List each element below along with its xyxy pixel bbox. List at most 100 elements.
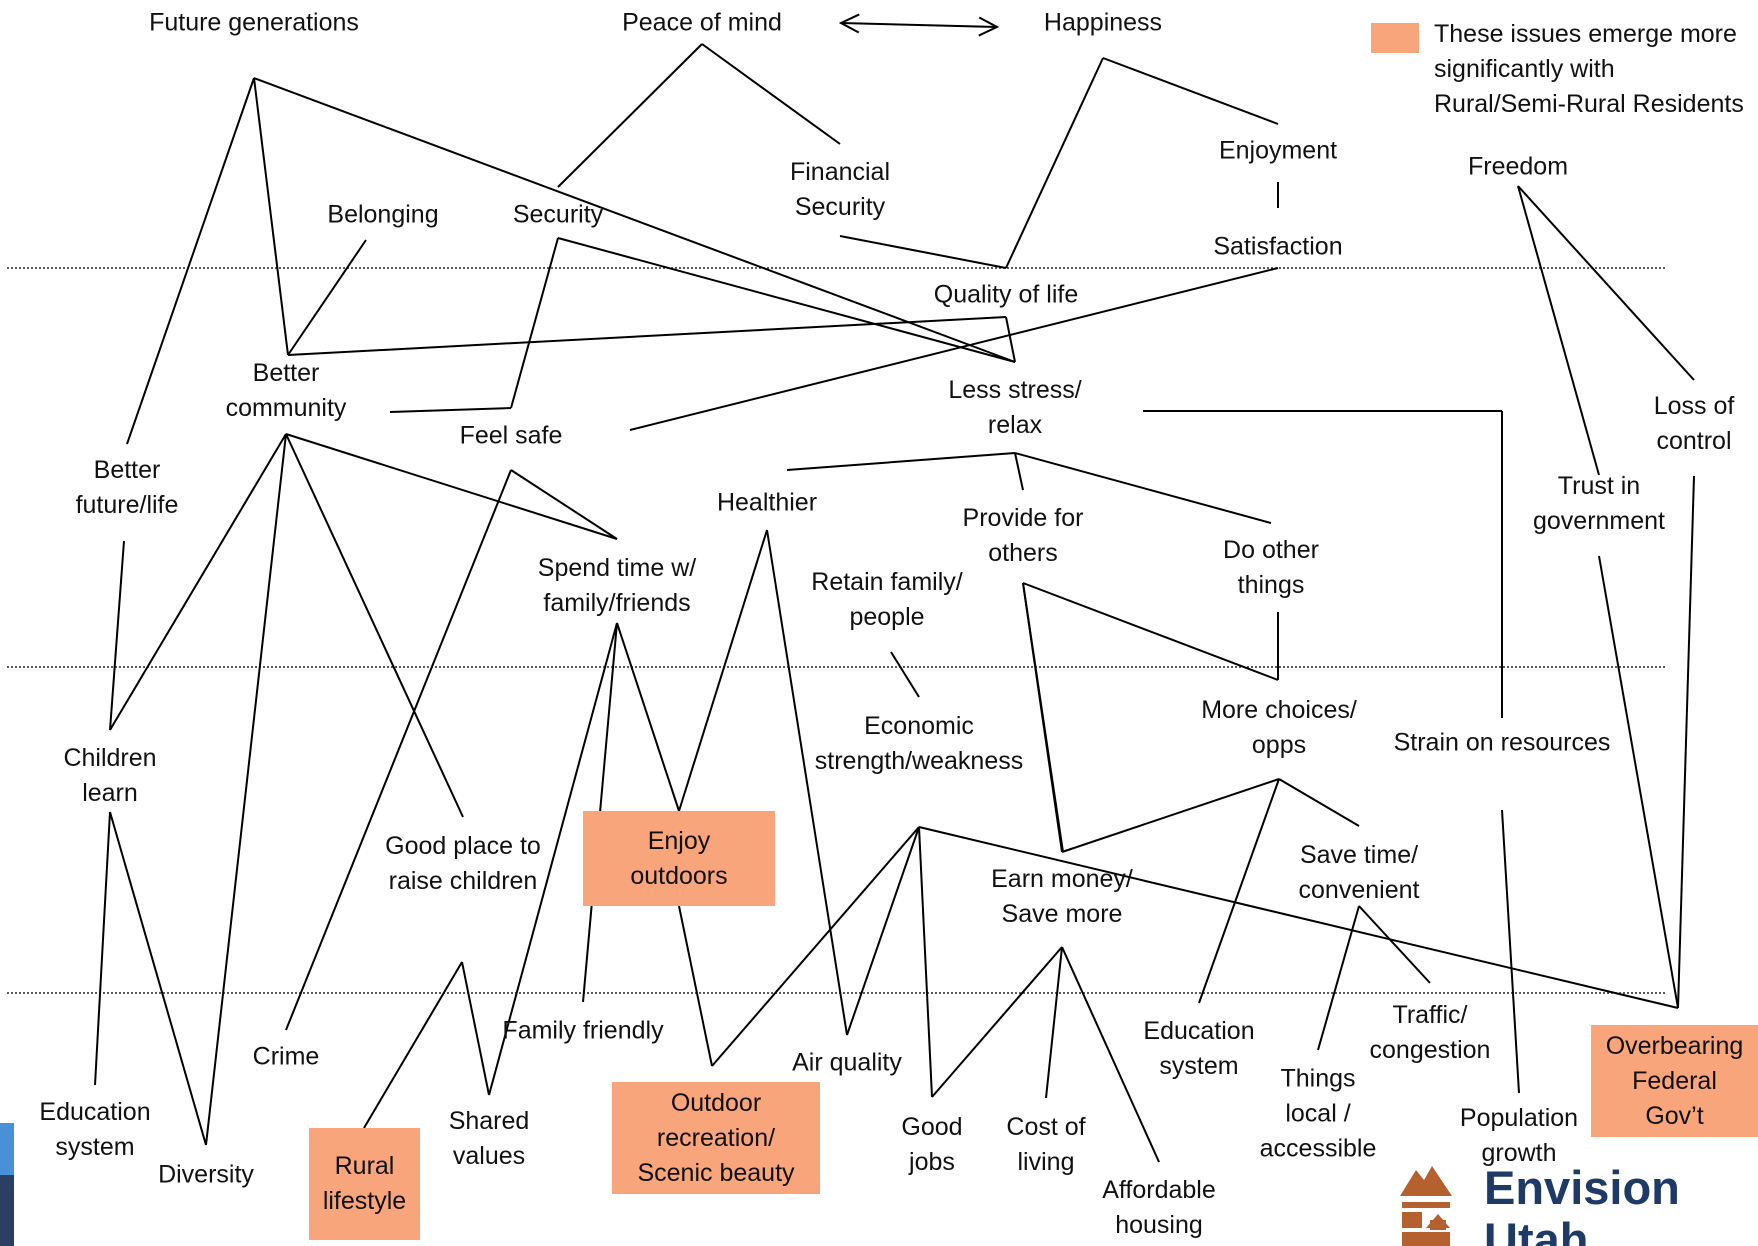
node-peace-of-mind: Peace of mind — [622, 8, 782, 37]
edge-future-generations-to-better-future — [126, 77, 255, 445]
arrowhead — [838, 13, 860, 34]
edge-freedom-to-loss-of-control — [1517, 185, 1695, 381]
node-overbearing-federal: Overbearing Federal Gov’t — [1591, 1025, 1758, 1137]
edge-economic-strength-to-air-quality — [846, 826, 920, 1036]
edge-quality-of-life-to-less-stress — [1005, 316, 1016, 363]
node-education-system-mid: Education system — [1143, 1017, 1255, 1080]
edge-better-community-to-spend-time — [285, 433, 618, 540]
mountain-emblem-icon — [1400, 1166, 1452, 1246]
node-strain-on-resources: Strain on resources — [1393, 728, 1611, 757]
edge-better-future-to-children-learn — [109, 540, 125, 731]
node-satisfaction: Satisfaction — [1213, 232, 1343, 261]
node-provide-for-others: Provide for others — [962, 504, 1084, 567]
node-diversity: Diversity — [158, 1160, 254, 1189]
edge-more-choices-to-save-time — [1278, 778, 1360, 827]
arrowhead — [978, 16, 1000, 37]
node-save-time: Save time/ convenient — [1298, 841, 1420, 904]
edge-peace-of-mind-to-financial-security — [701, 43, 841, 145]
node-children-learn: Children learn — [63, 744, 157, 807]
edge-earn-money-to-affordable-housing — [1061, 946, 1160, 1163]
edge-financial-security-to-quality-of-life — [839, 235, 1007, 269]
edge-economic-strength-to-outdoor-recreation — [711, 826, 920, 1067]
edge-bend-3 — [1022, 582, 1064, 853]
edge-save-time-to-things-local — [1317, 905, 1360, 1051]
node-quality-of-life: Quality of life — [933, 280, 1079, 309]
edge-loss-of-control-to-overbearing-federal — [1677, 475, 1695, 1009]
node-traffic: Traffic/ congestion — [1369, 1001, 1491, 1064]
edge-strain-on-resources-to-population-growth — [1501, 809, 1520, 1094]
node-future-generations: Future generations — [149, 8, 359, 37]
edge-better-community-to-good-place — [285, 433, 464, 818]
edge-shared-values-to-rural-lifestyle — [363, 961, 463, 1129]
node-financial-security: Financial Security — [789, 158, 891, 221]
left-edge-blue-strip — [0, 1123, 14, 1175]
edge-more-choices-to-education-system-mid — [1198, 778, 1280, 1004]
node-spend-time: Spend time w/ family/friends — [537, 554, 697, 617]
node-rural-lifestyle: Rural lifestyle — [309, 1128, 420, 1240]
node-belonging: Belonging — [327, 200, 439, 229]
edge-children-learn-to-diversity — [109, 811, 207, 1146]
edge-economic-strength-to-good-jobs — [918, 826, 933, 1098]
legend-swatch — [1371, 23, 1419, 53]
node-more-choices: More choices/ opps — [1201, 696, 1357, 759]
edge-healthier-to-enjoy-outdoors — [678, 529, 768, 812]
node-less-stress: Less stress/ relax — [948, 376, 1082, 439]
edge-security-to-feel-safe — [510, 237, 559, 409]
edge-more-choices-to-earn-money — [1061, 778, 1280, 853]
node-family-friendly: Family friendly — [502, 1016, 664, 1045]
edge-provide-for-others-to-more-choices — [1022, 582, 1279, 681]
edge-spend-time-to-shared-values — [488, 622, 618, 1096]
edge-peace-of-mind-to-security — [557, 43, 703, 188]
node-air-quality: Air quality — [792, 1048, 902, 1077]
edge-security-to-less-stress — [557, 237, 1016, 363]
edge-better-community-to-children-learn — [109, 433, 287, 731]
logo-wordmark: Envision Utah — [1484, 1161, 1680, 1246]
node-good-jobs: Good jobs — [901, 1113, 963, 1176]
edge-earn-money-to-good-jobs — [931, 946, 1063, 1098]
node-loss-of-control: Loss of control — [1653, 392, 1735, 455]
edge-feel-safe-to-spend-time — [510, 469, 618, 540]
node-freedom: Freedom — [1467, 152, 1569, 181]
node-earn-money: Earn money/ Save more — [991, 865, 1133, 928]
edge-belonging-to-better-community — [287, 239, 367, 356]
node-good-place: Good place to raise children — [385, 832, 541, 895]
node-outdoor-recreation: Outdoor recreation/ Scenic beauty — [612, 1082, 820, 1194]
edge-less-stress-to-do-other-things — [1014, 452, 1272, 524]
node-education-system-left: Education system — [39, 1098, 151, 1161]
node-things-local: Things local / accessible — [1259, 1064, 1377, 1163]
node-shared-values: Shared values — [448, 1107, 530, 1170]
node-population-growth: Population growth — [1459, 1104, 1579, 1167]
node-cost-of-living: Cost of living — [1006, 1113, 1086, 1176]
edge-save-time-to-traffic — [1358, 905, 1431, 984]
envision-utah-logo: Envision Utah — [1396, 1158, 1758, 1246]
node-enjoy-outdoors: Enjoy outdoors — [583, 811, 775, 906]
node-trust-in-government: Trust in government — [1532, 472, 1666, 535]
node-better-community: Better community — [225, 359, 347, 422]
edge-freedom-to-trust-in-government — [1517, 185, 1600, 476]
edge-happiness-to-enjoyment — [1102, 57, 1279, 125]
node-economic-strength: Economic strength/weakness — [814, 712, 1024, 775]
node-crime: Crime — [252, 1042, 320, 1071]
legend-text: These issues emerge more significantly w… — [1434, 20, 1744, 118]
edge-better-community-to-diversity — [205, 433, 287, 1146]
node-retain-family: Retain family/ people — [811, 568, 963, 631]
edge-economic-strength-to-overbearing-federal — [918, 826, 1679, 1009]
edge-children-learn-to-education-system-left — [94, 811, 111, 1086]
edge-quality-of-life-to-better-community — [287, 316, 1007, 356]
edge-healthier-to-air-quality — [766, 529, 848, 1036]
edge-less-stress-to-healthier — [786, 452, 1016, 471]
edge-retain-family-to-economic-strength — [890, 651, 920, 698]
edge-trust-in-government-to-overbearing-federal — [1598, 555, 1679, 1009]
edge-peace-of-mind-to-happiness — [840, 22, 998, 28]
edge-earn-money-to-cost-of-living — [1045, 946, 1063, 1099]
edge-future-generations-to-better-community — [253, 77, 289, 356]
node-happiness: Happiness — [1043, 8, 1163, 37]
edge-less-stress-to-provide-for-others — [1014, 452, 1024, 491]
edge-better-community-to-feel-safe — [389, 407, 512, 413]
edge-spend-time-to-enjoy-outdoors — [616, 622, 680, 812]
edge-bend-2 — [461, 961, 490, 1096]
left-edge-navy-strip — [0, 1175, 14, 1246]
edge-satisfaction-to-feel-safe — [629, 267, 1279, 431]
edge-future-generations-to-security — [253, 77, 1016, 363]
